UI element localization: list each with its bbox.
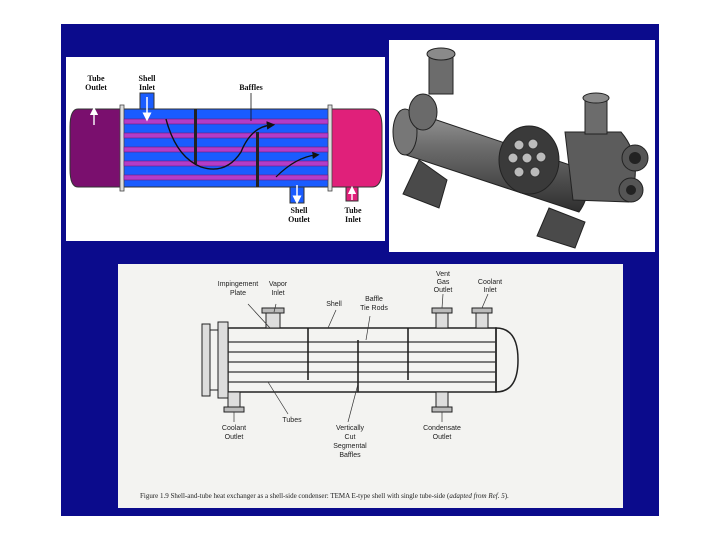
tube-inlet-label-1: Tube xyxy=(344,206,362,215)
vent-gas-outlet-label-3: Outlet xyxy=(434,287,453,294)
baffles xyxy=(194,109,259,187)
tube-outlet-label-2: Outlet xyxy=(85,83,107,92)
condenser-figure-panel: Impingement Plate Vapor Inlet Shell Baff… xyxy=(118,264,623,508)
cutaway-tube-bundle xyxy=(498,125,560,195)
tube-inlet-head xyxy=(329,108,383,188)
condenser-baffles xyxy=(307,328,409,392)
condensate-outlet-label-2: Outlet xyxy=(433,434,452,441)
figure-caption: Figure 1.9 Shell-and-tube heat exchanger… xyxy=(140,492,509,500)
tube-outlet-label-1: Tube xyxy=(87,74,105,83)
segmental-baffles-label-4: Baffles xyxy=(339,452,361,459)
tubes-label: Tubes xyxy=(282,417,302,424)
top-nozzle xyxy=(428,53,454,95)
baffle-tie-rods-label-2: Tie Rods xyxy=(360,305,388,312)
segmental-baffles-label-3: Segmental xyxy=(333,443,367,450)
cutaway-render xyxy=(392,47,649,249)
shell-inlet-label-2: Inlet xyxy=(139,83,155,92)
vent-gas-outlet-label-2: Gas xyxy=(437,279,450,286)
shell-inlet-label-1: Shell xyxy=(139,74,157,83)
cutaway-render-panel xyxy=(389,40,655,252)
coolant-outlet-label-2: Outlet xyxy=(225,434,244,441)
vent-gas-outlet-label-1: Vent xyxy=(436,271,450,278)
tube-outlet-head xyxy=(69,108,123,188)
shell-outlet-label-2: Outlet xyxy=(288,215,310,224)
condenser-right-head xyxy=(495,327,519,393)
condensate-outlet-label-1: Condensate xyxy=(423,425,461,432)
segmental-baffles-label-1: Vertically xyxy=(336,425,365,432)
coolant-inlet-label-2: Inlet xyxy=(483,287,496,294)
tube-inlet-label-2: Inlet xyxy=(345,215,361,224)
coolant-inlet-nozzle xyxy=(475,311,489,329)
vapor-inlet-label-2: Inlet xyxy=(271,290,284,297)
support-leg-left xyxy=(402,159,448,209)
condensate-outlet-nozzle xyxy=(435,391,449,409)
baffles-label: Baffles xyxy=(239,83,263,92)
shell-outlet-label-1: Shell xyxy=(291,206,309,215)
vent-gas-outlet-nozzle xyxy=(435,311,449,329)
coolant-outlet-nozzle xyxy=(227,391,241,409)
shell-label: Shell xyxy=(326,301,342,308)
colored-schematic-panel: Tube Outlet Shell Inlet Baffles Shell Ou… xyxy=(66,57,385,241)
condenser-tubes xyxy=(228,341,496,383)
colored-schematic: Tube Outlet Shell Inlet Baffles Shell Ou… xyxy=(69,74,383,224)
support-leg-right xyxy=(536,207,586,249)
coolant-inlet-label-1: Coolant xyxy=(478,279,502,286)
impingement-plate-label-1: Impingement xyxy=(218,281,259,288)
condenser-figure: Impingement Plate Vapor Inlet Shell Baff… xyxy=(140,271,519,500)
coolant-outlet-label-1: Coolant xyxy=(222,425,246,432)
vapor-inlet-label-1: Vapor xyxy=(269,281,288,288)
impingement-plate-label-2: Plate xyxy=(230,290,246,297)
baffle-tie-rods-label-1: Baffle xyxy=(365,296,383,303)
segmental-baffles-label-2: Cut xyxy=(345,434,356,441)
